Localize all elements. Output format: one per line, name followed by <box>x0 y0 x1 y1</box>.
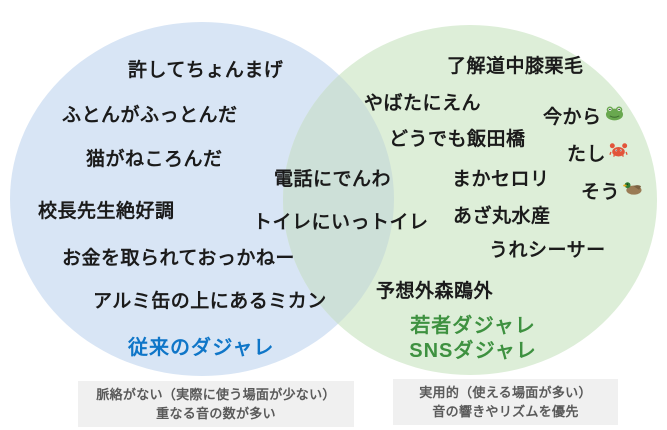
pun-item-text: そう <box>581 182 621 203</box>
pun-item-emoji: そう <box>581 177 642 204</box>
pun-item: アルミ缶の上にあるミカン <box>93 291 327 312</box>
left-caption-line1: 脈絡がない（実際に使う場面が少ない） <box>96 387 336 402</box>
right-caption-line1: 実用的（使える場面が多い） <box>419 385 592 400</box>
pun-item-overlap: トイレにいっトイレ <box>253 212 429 233</box>
pun-item-emoji: たし <box>567 139 628 166</box>
pun-item: ふとんがふっとんだ <box>62 105 238 126</box>
left-caption-line2: 重なる音の数が多い <box>156 406 276 421</box>
right-caption: 実用的（使える場面が多い） 音の響きやリズムを優先 <box>393 379 618 425</box>
right-circle-label: 若者ダジャレ SNSダジャレ <box>393 314 553 364</box>
pun-item: どうでも飯田橋 <box>389 129 526 150</box>
duck-emoji <box>623 180 642 202</box>
pun-item: まかセロリ <box>452 169 550 190</box>
pun-item: 猫がねころんだ <box>86 149 223 170</box>
crab-emoji <box>609 142 628 164</box>
right-circle-label-line2: SNSダジャレ <box>409 340 537 362</box>
left-circle-label: 従来のダジャレ <box>128 337 275 359</box>
pun-item-text: 今から <box>543 107 602 128</box>
pun-item-overlap: 電話にでんわ <box>274 169 392 190</box>
frog-emoji <box>605 105 624 127</box>
pun-item: やばたにえん <box>364 93 482 114</box>
pun-item: うれシーサー <box>489 240 606 261</box>
pun-item: 予想外森鴎外 <box>376 281 494 302</box>
pun-item: 了解道中膝栗毛 <box>447 56 584 77</box>
pun-item: お金を取られておっかねー <box>62 248 295 269</box>
left-caption: 脈絡がない（実際に使う場面が少ない） 重なる音の数が多い <box>78 381 354 427</box>
right-caption-line2: 音の響きやリズムを優先 <box>432 404 579 419</box>
pun-item: あざ丸水産 <box>453 206 551 227</box>
pun-item: 許してちょんまげ <box>128 60 284 81</box>
right-circle-label-line1: 若者ダジャレ <box>410 315 536 337</box>
pun-item-emoji: 今から <box>543 102 624 129</box>
pun-item: 校長先生絶好調 <box>38 201 175 222</box>
pun-item-text: たし <box>567 144 607 165</box>
right-circle <box>283 25 657 375</box>
left-circle <box>10 22 394 376</box>
